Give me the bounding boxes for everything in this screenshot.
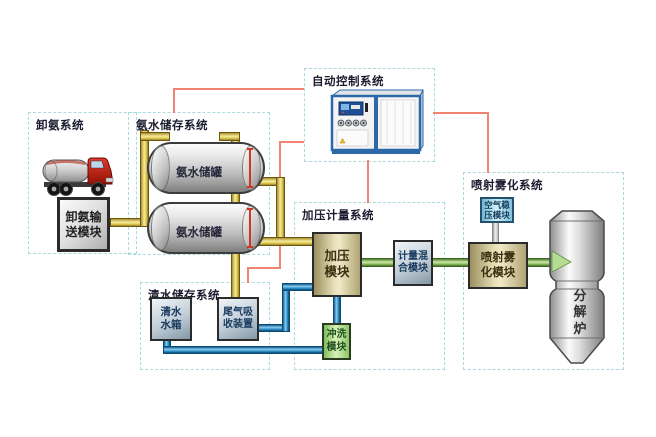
system-label-metering: 加压计量系统 [302, 210, 374, 222]
signal-line-control-to-tailgas-end [247, 267, 249, 283]
module-pressurize: 加压 模块 [312, 232, 362, 297]
pipe-flush-to-pressurize [333, 296, 341, 324]
signal-line-control-to-spray [433, 112, 489, 114]
module-air-stabilizer: 空气稳 压模块 [480, 197, 514, 223]
signal-line-control-to-storage-drop [173, 88, 175, 113]
system-box-spray: 喷射雾化系统 [463, 172, 624, 370]
pipe-water-to-flush [163, 346, 324, 354]
pipe-water-into-pressurize [282, 283, 314, 291]
system-label-control: 自动控制系统 [312, 76, 384, 88]
module-unload-transfer: 卸氨输 送模块 [57, 197, 110, 252]
system-label-spray: 喷射雾化系统 [471, 180, 543, 192]
tank1-label: 氨水储罐 [176, 167, 222, 179]
decomposition-furnace [549, 210, 605, 364]
control-cabinet [330, 89, 424, 154]
signal-line-control-to-metering [367, 160, 369, 203]
module-flush: 冲洗 模块 [322, 323, 351, 360]
ammonia-tank-1: 氨水储罐 [147, 142, 265, 194]
tank2-label: 氨水储罐 [176, 227, 222, 239]
module-spray-atomizer: 喷射雾 化模块 [468, 242, 528, 289]
pipe-mix-metering-to-spray [431, 258, 470, 267]
module-water-tank: 清水 水箱 [150, 297, 192, 341]
pipe-ammonia-to-tank1 [140, 132, 170, 141]
furnace-label: 分 解 炉 [573, 288, 587, 336]
level-gauge [247, 208, 253, 248]
signal-line-control-to-storage [173, 88, 304, 90]
ammonia-tanker-truck [42, 157, 114, 196]
system-label-storage: 氨水储存系统 [136, 120, 208, 132]
module-tail-gas-absorber: 尾气吸 收装置 [217, 297, 259, 341]
module-metering-mix: 计量混 合模块 [393, 240, 433, 286]
pipe-vent-top-stub [219, 132, 240, 141]
level-gauge [247, 148, 253, 188]
pipe-ammonia-right-riser [276, 177, 285, 246]
tank-cap [242, 205, 261, 251]
ammonia-tank-2: 氨水储罐 [147, 202, 265, 254]
system-box-unload: 卸氨系统 [28, 112, 137, 254]
tank-cap [151, 145, 170, 191]
tank-cap [151, 205, 170, 251]
pipe-ammonia-unload-riser [140, 130, 149, 227]
system-box-control: 自动控制系统 [304, 68, 435, 162]
signal-line-control-to-tailgas [279, 141, 304, 143]
tank-cap [242, 145, 261, 191]
system-label-unload: 卸氨系统 [36, 120, 84, 132]
pipe-mix-pressurize-to-metering [360, 258, 395, 267]
spray-cone [551, 250, 572, 273]
signal-line-control-to-tailgas-elbow [247, 267, 281, 269]
signal-line-control-to-spray-drop [487, 112, 489, 173]
